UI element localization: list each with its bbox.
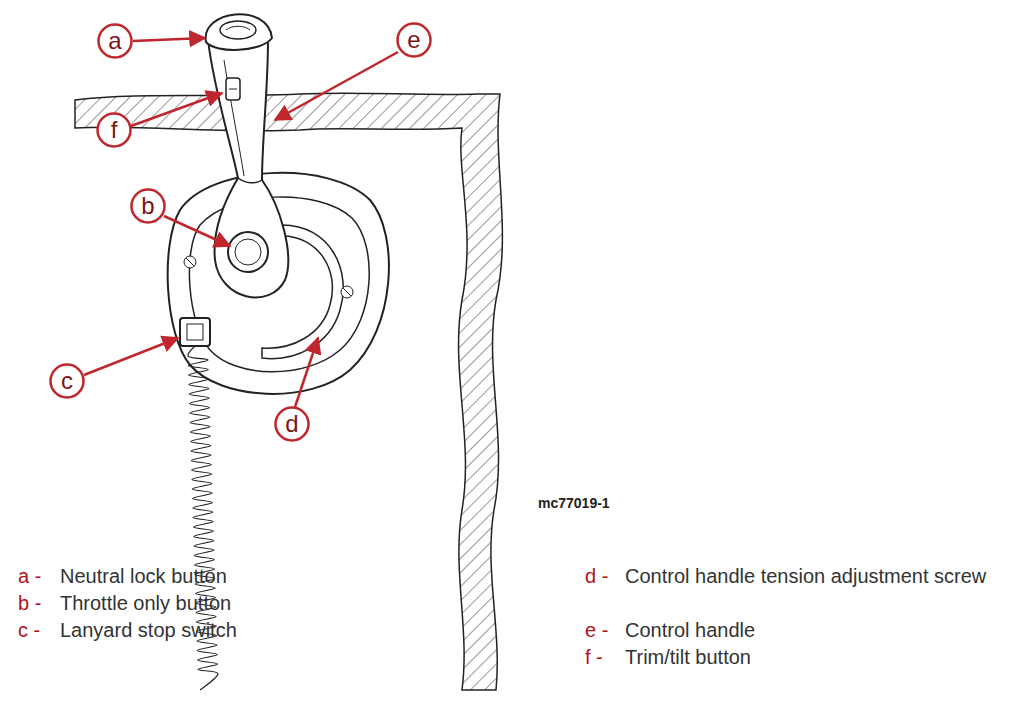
- part-name: Neutral lock button: [60, 563, 227, 590]
- part-name: Trim/tilt button: [625, 644, 751, 671]
- part-name: Control handle: [625, 617, 755, 644]
- screw: [184, 256, 196, 268]
- callout-letter: d: [285, 412, 298, 436]
- key-letter: b -: [18, 590, 41, 617]
- handle-knob: [206, 14, 272, 50]
- key-letter: f -: [585, 644, 603, 671]
- lanyard-switch: [180, 318, 210, 346]
- key-letter: a -: [18, 563, 41, 590]
- leader-lines: [84, 38, 398, 407]
- callout-circle: f: [96, 112, 132, 148]
- part-name: Throttle only button: [60, 590, 231, 617]
- neutral-lock: [220, 21, 256, 39]
- callout-letter: a: [108, 29, 121, 53]
- key-letter: d -: [585, 563, 608, 590]
- key-letter: c -: [18, 617, 40, 644]
- key-letter: e -: [585, 617, 608, 644]
- throttle-button: [228, 232, 268, 272]
- callout-letter: c: [61, 369, 73, 393]
- callout-letter: e: [407, 28, 420, 52]
- callout-circle: d: [274, 406, 310, 442]
- callout-circle: b: [130, 188, 166, 224]
- callout-circle: e: [396, 22, 432, 58]
- figure-code: mc77019-1: [538, 490, 610, 517]
- control-handle: [208, 40, 288, 297]
- screw: [341, 286, 353, 298]
- callout-circle: c: [49, 363, 85, 399]
- trim-button: [226, 78, 240, 100]
- callout-letter: f: [111, 118, 118, 142]
- callout-letter: b: [141, 194, 154, 218]
- part-name: Lanyard stop switch: [60, 617, 237, 644]
- callout-circle: a: [97, 23, 133, 59]
- part-name: Control handle tension adjustment screw: [625, 563, 1005, 590]
